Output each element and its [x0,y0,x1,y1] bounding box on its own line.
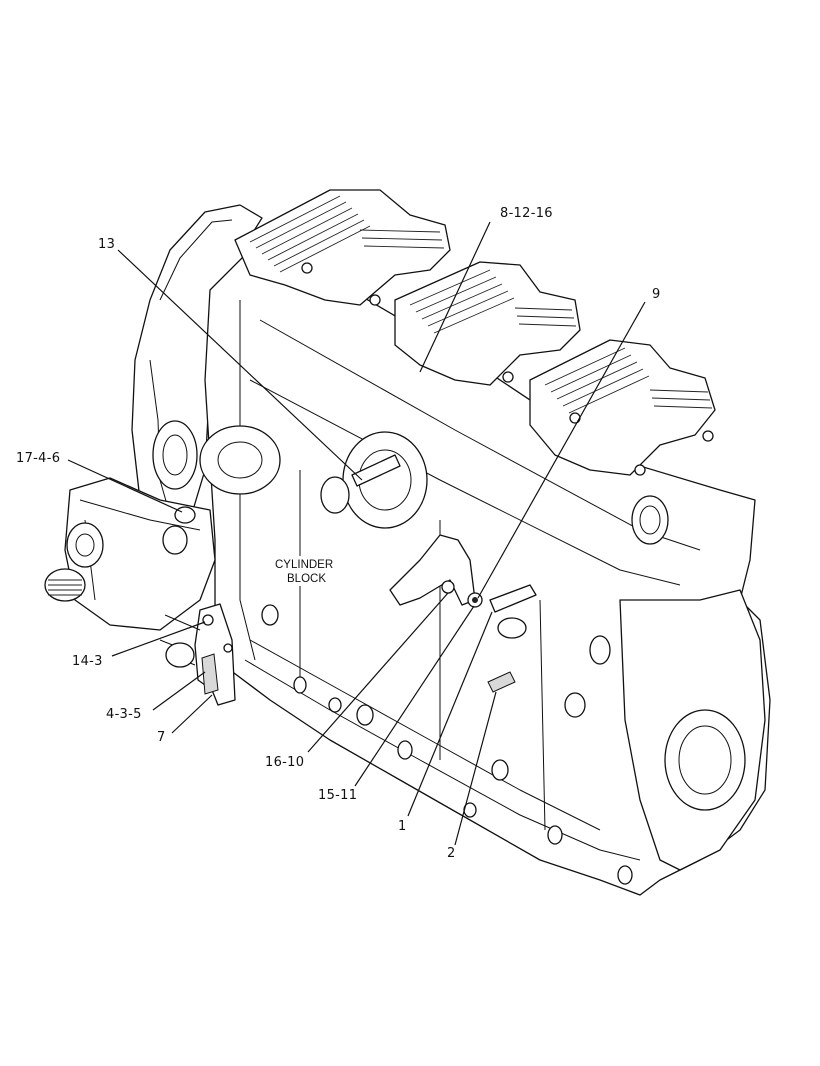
callout-4-3-5: 4-3-5 [106,707,142,722]
callout-17-4-6: 17-4-6 [16,451,60,466]
rocker-cover-3 [529,339,716,476]
leader-17-4-6 [67,459,183,513]
callout-2: 2 [447,846,456,861]
leader-2 [454,691,497,846]
callout-labels: 8-12-16 13 9 17-4-6 14-3 4-3-5 7 16-10 1… [16,206,661,861]
part-label: CYLINDER BLOCK [272,556,344,586]
tube-1 [489,584,537,613]
plug-2 [487,671,516,693]
callout-15-11: 15-11 [318,788,357,803]
part-label-line1: CYLINDER [275,559,333,571]
leader-1 [407,611,493,817]
callout-13: 13 [98,237,115,252]
callout-9: 9 [652,287,661,302]
leader-4-3-5 [152,671,206,711]
skirt-bosses [261,604,633,885]
callout-14-3: 14-3 [72,654,103,669]
leader-13 [117,249,363,481]
leader-8-12-16 [419,221,491,373]
engine-illustration [44,189,771,896]
callout-16-10: 16-10 [265,755,304,770]
head-bolts [301,262,714,476]
leader-lines [67,221,646,846]
crank-seal [664,709,746,811]
leader-7 [171,694,213,734]
accessory-mount [44,477,216,631]
callout-7: 7 [157,730,166,745]
part-label-line2: BLOCK [287,573,326,585]
bracket-assembly-14-4-7 [159,603,236,706]
leader-9 [477,301,646,599]
rocker-cover-1 [234,189,451,306]
leader-14-3 [111,621,206,657]
dowel-pin-13 [351,454,401,487]
leader-15-11 [354,605,475,787]
callout-1: 1 [398,819,407,834]
leader-16-10 [307,592,449,753]
callout-8-12-16: 8-12-16 [500,206,553,221]
